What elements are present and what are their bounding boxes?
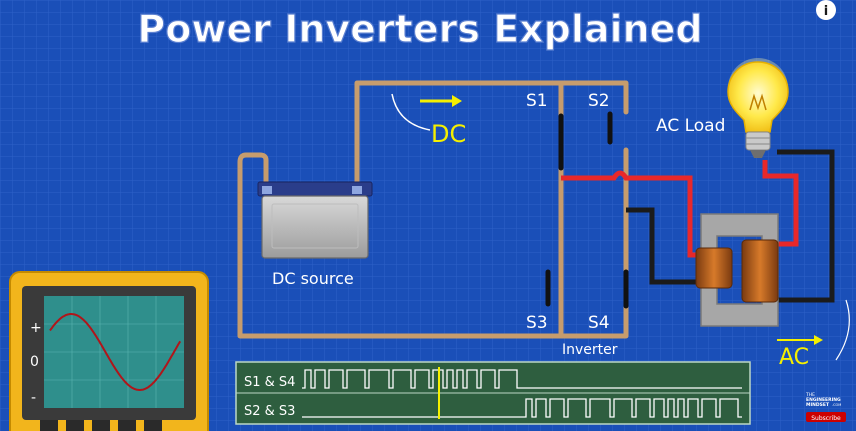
switches [545, 111, 629, 309]
page-title: Power Inverters Explained [137, 7, 702, 51]
info-icon-glyph: i [824, 4, 828, 19]
switching-timing-panel: S1 & S4 S2 & S3 [235, 361, 751, 425]
bottom-wire [237, 152, 629, 339]
s1-s4-pulse-train [302, 369, 742, 389]
s2-label: S2 [588, 91, 610, 111]
primary-coil [695, 247, 733, 289]
inverter-label: Inverter [562, 342, 618, 358]
logo-line1: THE [805, 392, 815, 398]
ac-label: AC [779, 345, 809, 370]
ac-load-label: AC Load [656, 116, 725, 136]
subscribe-button[interactable]: Subscribe [806, 412, 846, 422]
dc-arrow-head-icon [452, 95, 462, 107]
ac-pointer-curve [835, 299, 850, 361]
logo-line4: .COM [832, 403, 841, 407]
scope-minus-label: - [31, 390, 36, 406]
battery-icon [257, 181, 373, 259]
black-output-wire [626, 207, 705, 285]
timing-row2-label: S2 & S3 [244, 404, 295, 419]
timing-row1-label: S1 & S4 [244, 375, 295, 390]
scope-zero-label: 0 [30, 354, 39, 370]
oscilloscope: + 0 - [9, 271, 209, 431]
s3-label: S3 [526, 313, 548, 333]
red-output-wire [561, 170, 710, 258]
transformer [695, 213, 779, 327]
ac-arrow-head-icon [814, 335, 823, 345]
logo-line2: ENGINEERING [806, 397, 841, 403]
channel-logo: THE ENGINEERING MINDSET .COM [805, 392, 841, 408]
scope-button [118, 420, 136, 431]
scope-button [40, 420, 58, 431]
scope-sine-wave [49, 313, 182, 391]
dc-pointer-curve [391, 93, 431, 131]
secondary-coil [741, 239, 779, 303]
logo-line3: MINDSET [806, 402, 830, 408]
scope-button [66, 420, 84, 431]
circuit-labels: DC S1 S2 S3 S4 AC Load DC source Inverte… [272, 91, 850, 370]
info-icon[interactable]: i [816, 0, 836, 20]
subscribe-label: Subscribe [811, 415, 841, 422]
dc-label: DC [431, 120, 466, 148]
red-load-wire [762, 160, 799, 247]
scope-button [92, 420, 110, 431]
s1-label: S1 [526, 91, 548, 111]
dc-source-label: DC source [272, 269, 354, 288]
black-load-wire [777, 149, 835, 303]
s2-s3-pulse-train [302, 398, 742, 418]
scope-plus-label: + [30, 320, 42, 336]
light-bulb-icon [727, 58, 789, 158]
scope-button [144, 420, 162, 431]
s4-label: S4 [588, 313, 610, 333]
top-wire [354, 80, 629, 193]
